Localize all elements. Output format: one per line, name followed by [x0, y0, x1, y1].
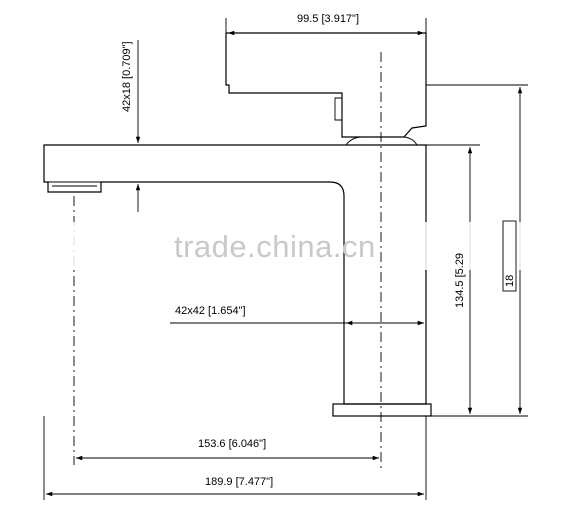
aerator	[48, 181, 101, 187]
extension-lines	[43, 18, 528, 500]
watermark-text: trade.china.cn	[174, 229, 376, 264]
dim-label-spout-reach: 153.6 [6.046"]	[198, 438, 266, 450]
watermark-haze	[30, 222, 534, 270]
dim-label-handle-section: 42x18 [0.709"]	[121, 41, 133, 112]
dim-label-handle-length: 99.5 [3.917"]	[297, 13, 359, 25]
dim-label-spout-section: 42x42 [1.654"]	[175, 305, 246, 317]
cartridge-cap	[345, 136, 418, 146]
overall-height-label-box	[502, 220, 517, 292]
dim-label-body-height: 134.5 [5.29	[454, 253, 466, 308]
faucet-outline	[43, 32, 432, 417]
handle-lever	[225, 32, 427, 138]
dim-label-overall-length: 189.9 [7.477"]	[205, 476, 273, 488]
base-plate	[332, 403, 432, 417]
dim-label-overall-height: 18	[504, 275, 516, 287]
handle-base	[334, 97, 343, 121]
faucet-body	[43, 144, 427, 405]
